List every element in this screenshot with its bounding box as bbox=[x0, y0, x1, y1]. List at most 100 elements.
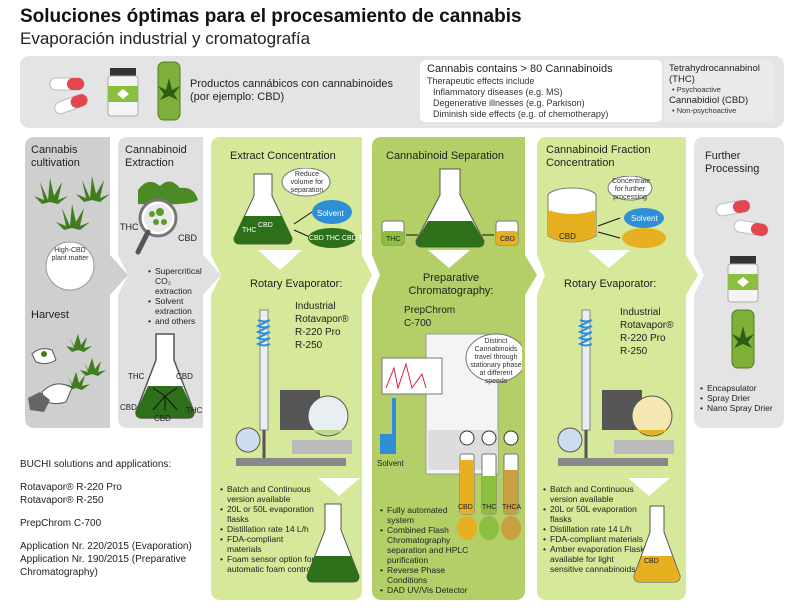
bottle-icon bbox=[731, 309, 755, 369]
col3-heading: Extract Concentration bbox=[230, 150, 336, 162]
col5-model-title: Industrial Rotavapor® bbox=[620, 307, 674, 331]
cannabis-leaf-icon bbox=[34, 176, 110, 230]
extraction-illustration bbox=[135, 181, 198, 255]
harvest-illustration bbox=[28, 334, 106, 412]
mix-label: CBD THC CBD THC bbox=[309, 235, 373, 242]
list-item: Foam sensor option for automatic foam co… bbox=[220, 554, 320, 574]
thc-cbd-box: Tetrahydrocannabinol (THC) • Psychoactiv… bbox=[664, 60, 774, 122]
info-item: Diminish side effects (e.g. of chemother… bbox=[433, 109, 609, 119]
flask-label: THC bbox=[186, 406, 203, 415]
separation-illustration bbox=[381, 168, 519, 248]
arrow-down-icon bbox=[318, 478, 360, 496]
arrow-down-icon bbox=[628, 478, 670, 496]
list-item: Distillation rate 14 L/h bbox=[543, 524, 649, 534]
rotavapor-illustration bbox=[235, 309, 352, 466]
list-item: FDA-compliant materials bbox=[220, 534, 320, 554]
col3-rotary-label: Rotary Evaporator: bbox=[250, 278, 343, 290]
info-subtitle: Therapeutic effects include bbox=[427, 76, 535, 86]
flask-label: THC bbox=[128, 372, 145, 381]
col5-model-2: R-250 bbox=[620, 346, 648, 357]
info-title: Cannabis contains > 80 Cannabinoids bbox=[427, 63, 613, 75]
capsule-icon bbox=[715, 199, 769, 237]
jar-icon bbox=[107, 68, 139, 117]
cbd-title: Cannabidiol (CBD) bbox=[669, 95, 749, 106]
list-item: Batch and Continuous version available bbox=[543, 484, 649, 504]
list-item: Spray Drier bbox=[700, 393, 784, 403]
list-item: FDA-compliant materials bbox=[543, 534, 649, 544]
list-item: Combined Flash Chromatography separation… bbox=[380, 525, 472, 565]
col5-solvent-label: Solvent bbox=[631, 214, 658, 223]
buchi-app1: Application Nr. 220/2015 (Evaporation) bbox=[20, 541, 192, 552]
col3-feature-list: Batch and Continuous version available 2… bbox=[220, 484, 320, 574]
col5-rotary-label: Rotary Evaporator: bbox=[564, 278, 657, 290]
products-label-1: Productos cannábicos con cannabinoides bbox=[190, 78, 394, 90]
list-item: Supercritical CO₂ extraction bbox=[148, 266, 206, 296]
col4-bubble-text: Distinct Cannabinoids travel through sta… bbox=[470, 338, 522, 385]
col6-list: Encapsulator Spray Drier Nano Spray Drie… bbox=[700, 383, 784, 413]
col4-solvent-label: Solvent bbox=[377, 459, 404, 468]
col1-bubble-text: High-CBD plant matter bbox=[51, 247, 89, 262]
col5-flask-label: CBD bbox=[644, 558, 659, 565]
buchi-r250: Rotavapor® R-250 bbox=[20, 495, 104, 506]
col5-feature-list: Batch and Continuous version available 2… bbox=[543, 484, 649, 574]
col6-heading: Further Processing bbox=[705, 150, 760, 175]
flask-label: CBD bbox=[120, 403, 137, 412]
buchi-app2: Application Nr. 190/2015 (Preparative Ch… bbox=[20, 554, 187, 578]
buchi-solutions: BUCHI solutions and applications: Rotava… bbox=[20, 458, 210, 579]
list-item: 20L or 50L evaporation flasks bbox=[543, 504, 649, 524]
products-label-2: (por ejemplo: CBD) bbox=[190, 91, 285, 103]
col5-heading: Cannabinoid Fraction Concentration bbox=[546, 144, 651, 169]
thc-item: • Psychoactive bbox=[672, 85, 721, 94]
list-item: Distillation rate 14 L/h bbox=[220, 524, 320, 534]
flask-label: CBD bbox=[176, 372, 193, 381]
col2-thc-label: THC bbox=[120, 222, 139, 232]
fraction-concentration-illustration bbox=[547, 176, 666, 248]
page-subtitle: Evaporación industrial y cromatografía bbox=[20, 29, 311, 48]
tube-label: THCA bbox=[502, 504, 522, 511]
col3-model-1: R-220 Pro bbox=[295, 327, 341, 338]
list-item: Batch and Continuous version available bbox=[220, 484, 320, 504]
flask-label: THC bbox=[242, 227, 257, 234]
col2-method-list: Supercritical CO₂ extraction Solvent ext… bbox=[148, 266, 206, 326]
thc-title: Tetrahydrocannabinol (THC) bbox=[669, 63, 760, 85]
col4-model-1: C-700 bbox=[404, 318, 432, 329]
jar-icon bbox=[727, 256, 759, 303]
list-item: Encapsulator bbox=[700, 383, 784, 393]
col4-heading: Cannabinoid Separation bbox=[386, 150, 505, 162]
list-item: Amber evaporation Flask available for li… bbox=[543, 544, 649, 574]
cbd-item: • Non-psychoactive bbox=[672, 106, 737, 115]
extraction-flask-icon bbox=[135, 333, 195, 419]
buchi-prep: PrepChrom C-700 bbox=[20, 518, 102, 529]
col4-prep-title: Preparative Chromatography: bbox=[408, 272, 494, 297]
arrow-down-icon bbox=[258, 250, 302, 270]
col3-model-2: R-250 bbox=[295, 340, 323, 351]
info-item: Inflammatory diseases (e.g. MS) bbox=[433, 87, 563, 97]
col2-heading: Cannabinoid Extraction bbox=[125, 144, 187, 169]
list-item: Solvent extraction bbox=[148, 296, 206, 316]
plant-matter-bubble bbox=[45, 241, 95, 291]
col5-model-1: R-220 Pro bbox=[620, 333, 666, 344]
col4-model-title: PrepChrom bbox=[404, 305, 456, 316]
list-item: Fully automated system bbox=[380, 505, 472, 525]
amber-flask-icon bbox=[633, 505, 681, 583]
harvest-label: Harvest bbox=[31, 309, 69, 321]
info-item: Degenerative illnesses (e.g. Parkison) bbox=[433, 98, 585, 108]
bottle-icon bbox=[157, 61, 181, 121]
col1-heading: Cannabis cultivation bbox=[31, 144, 80, 169]
col4-cbd-label: CBD bbox=[500, 236, 515, 243]
list-item: DAD UV/Vis Detector bbox=[380, 585, 472, 595]
col3-bubble-text: Reduce volume for separation bbox=[290, 171, 324, 194]
col5-bubble-text: Concentrate for further processing bbox=[612, 178, 651, 201]
arrow-down-icon bbox=[588, 250, 630, 268]
rotavapor-illustration bbox=[557, 309, 674, 466]
col3-model-title: Industrial Rotavapor® bbox=[295, 301, 349, 325]
concentrated-flask-icon bbox=[306, 503, 360, 583]
col5-cbd-label: CBD bbox=[559, 232, 576, 241]
cannabinoid-info-box: Cannabis contains > 80 Cannabinoids Ther… bbox=[420, 60, 662, 122]
tube-label: THC bbox=[482, 504, 497, 511]
buchi-title: BUCHI solutions and applications: bbox=[20, 459, 172, 470]
further-processing-illustration bbox=[715, 199, 769, 369]
extract-concentration-illustration bbox=[233, 168, 356, 248]
fraction-tubes-illustration bbox=[459, 430, 519, 515]
list-item: Nano Spray Drier bbox=[700, 403, 784, 413]
